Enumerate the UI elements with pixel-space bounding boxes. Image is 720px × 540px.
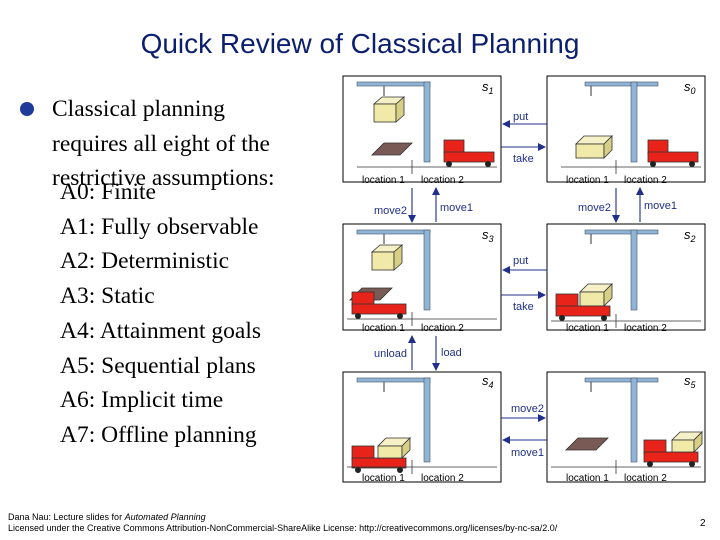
container <box>579 283 613 307</box>
state-label-s2: s2 <box>684 227 696 244</box>
assumption-item: A1: Fully observable <box>60 213 259 240</box>
assumption-item: A5: Sequential plans <box>60 352 256 379</box>
assumption-item: A4: Attainment goals <box>60 317 262 344</box>
action-label-load: load <box>441 347 462 359</box>
state-label-s5: s5 <box>684 373 697 390</box>
action-label-move2: move2 <box>511 403 544 415</box>
state-box-s4 <box>342 371 502 483</box>
crane <box>584 81 659 163</box>
container <box>377 437 411 459</box>
location-label: location 2 <box>421 175 464 186</box>
bullet-text: Classical planning requires all eight of… <box>52 92 342 196</box>
state-box-s5 <box>546 371 706 483</box>
state-box-s0 <box>546 75 706 183</box>
container <box>372 96 406 123</box>
crane <box>356 229 431 311</box>
action-label-unload: unload <box>374 348 407 360</box>
page-number: 2 <box>700 518 706 529</box>
assumption-item: A7: Offline planning <box>60 421 257 448</box>
crane <box>356 377 431 463</box>
crane <box>356 81 431 163</box>
location-label: location 2 <box>624 323 667 334</box>
bullet-line: restrictive assumptions: <box>52 165 275 191</box>
robot <box>647 139 699 167</box>
location-label: location 1 <box>566 175 609 186</box>
assumption-item: A3: Static <box>60 283 155 310</box>
container <box>575 135 613 159</box>
location-label: location 2 <box>624 473 667 484</box>
action-label-move2: move2 <box>374 205 407 217</box>
footer-book-title: Automated Planning <box>124 512 206 522</box>
action-label-put: put <box>513 111 528 123</box>
state-box-s2 <box>546 223 706 331</box>
location-label: location 2 <box>624 175 667 186</box>
pallet <box>565 437 609 451</box>
location-label: location 1 <box>362 323 405 334</box>
assumption-item: A2: Deterministic <box>60 248 230 275</box>
state-label-s1: s1 <box>482 79 494 96</box>
crane <box>584 229 659 311</box>
assumption-list: A0: Finite A1: Fully observable A2: Dete… <box>60 175 261 453</box>
state-label-s3: s3 <box>482 227 494 244</box>
container <box>671 431 703 453</box>
action-label-take: take <box>513 153 534 165</box>
location-label: location 1 <box>362 175 405 186</box>
page-title: Quick Review of Classical Planning <box>140 28 580 59</box>
location-label: location 1 <box>566 473 609 484</box>
action-label-move1: move1 <box>644 200 677 212</box>
pallet <box>371 142 413 156</box>
action-label-take: take <box>513 301 534 313</box>
location-label: location 2 <box>421 473 464 484</box>
footer-license: Licensed under the Creative Commons Attr… <box>8 523 558 533</box>
assumption-item: A6: Implicit time <box>60 387 224 414</box>
robot <box>643 439 699 467</box>
assumption-item: A0: Finite <box>60 179 156 205</box>
action-label-move2: move2 <box>578 202 611 214</box>
container <box>370 244 404 271</box>
location-label: location 1 <box>566 323 609 334</box>
state-box-s3 <box>342 223 502 331</box>
footer: Dana Nau: Lecture slides for Automated P… <box>8 512 557 534</box>
state-label-s4: s4 <box>482 373 494 390</box>
bullet-line: requires all eight of the <box>52 130 270 157</box>
crane <box>584 377 659 463</box>
bullet-line: Classical planning <box>52 96 225 122</box>
robot <box>351 291 407 319</box>
location-label: location 1 <box>362 473 405 484</box>
robot <box>443 139 495 167</box>
footer-text: Dana Nau: Lecture slides for <box>8 512 125 522</box>
state-label-s0: s0 <box>684 79 696 96</box>
robot <box>351 445 407 473</box>
footer-line-1: Dana Nau: Lecture slides for Automated P… <box>8 512 557 523</box>
state-box-s1 <box>342 75 502 183</box>
bullet-icon <box>20 102 34 116</box>
robot <box>555 293 611 321</box>
action-label-move1: move1 <box>440 202 473 214</box>
action-label-move1: move1 <box>511 447 544 459</box>
location-label: location 2 <box>421 323 464 334</box>
action-label-put: put <box>513 255 528 267</box>
